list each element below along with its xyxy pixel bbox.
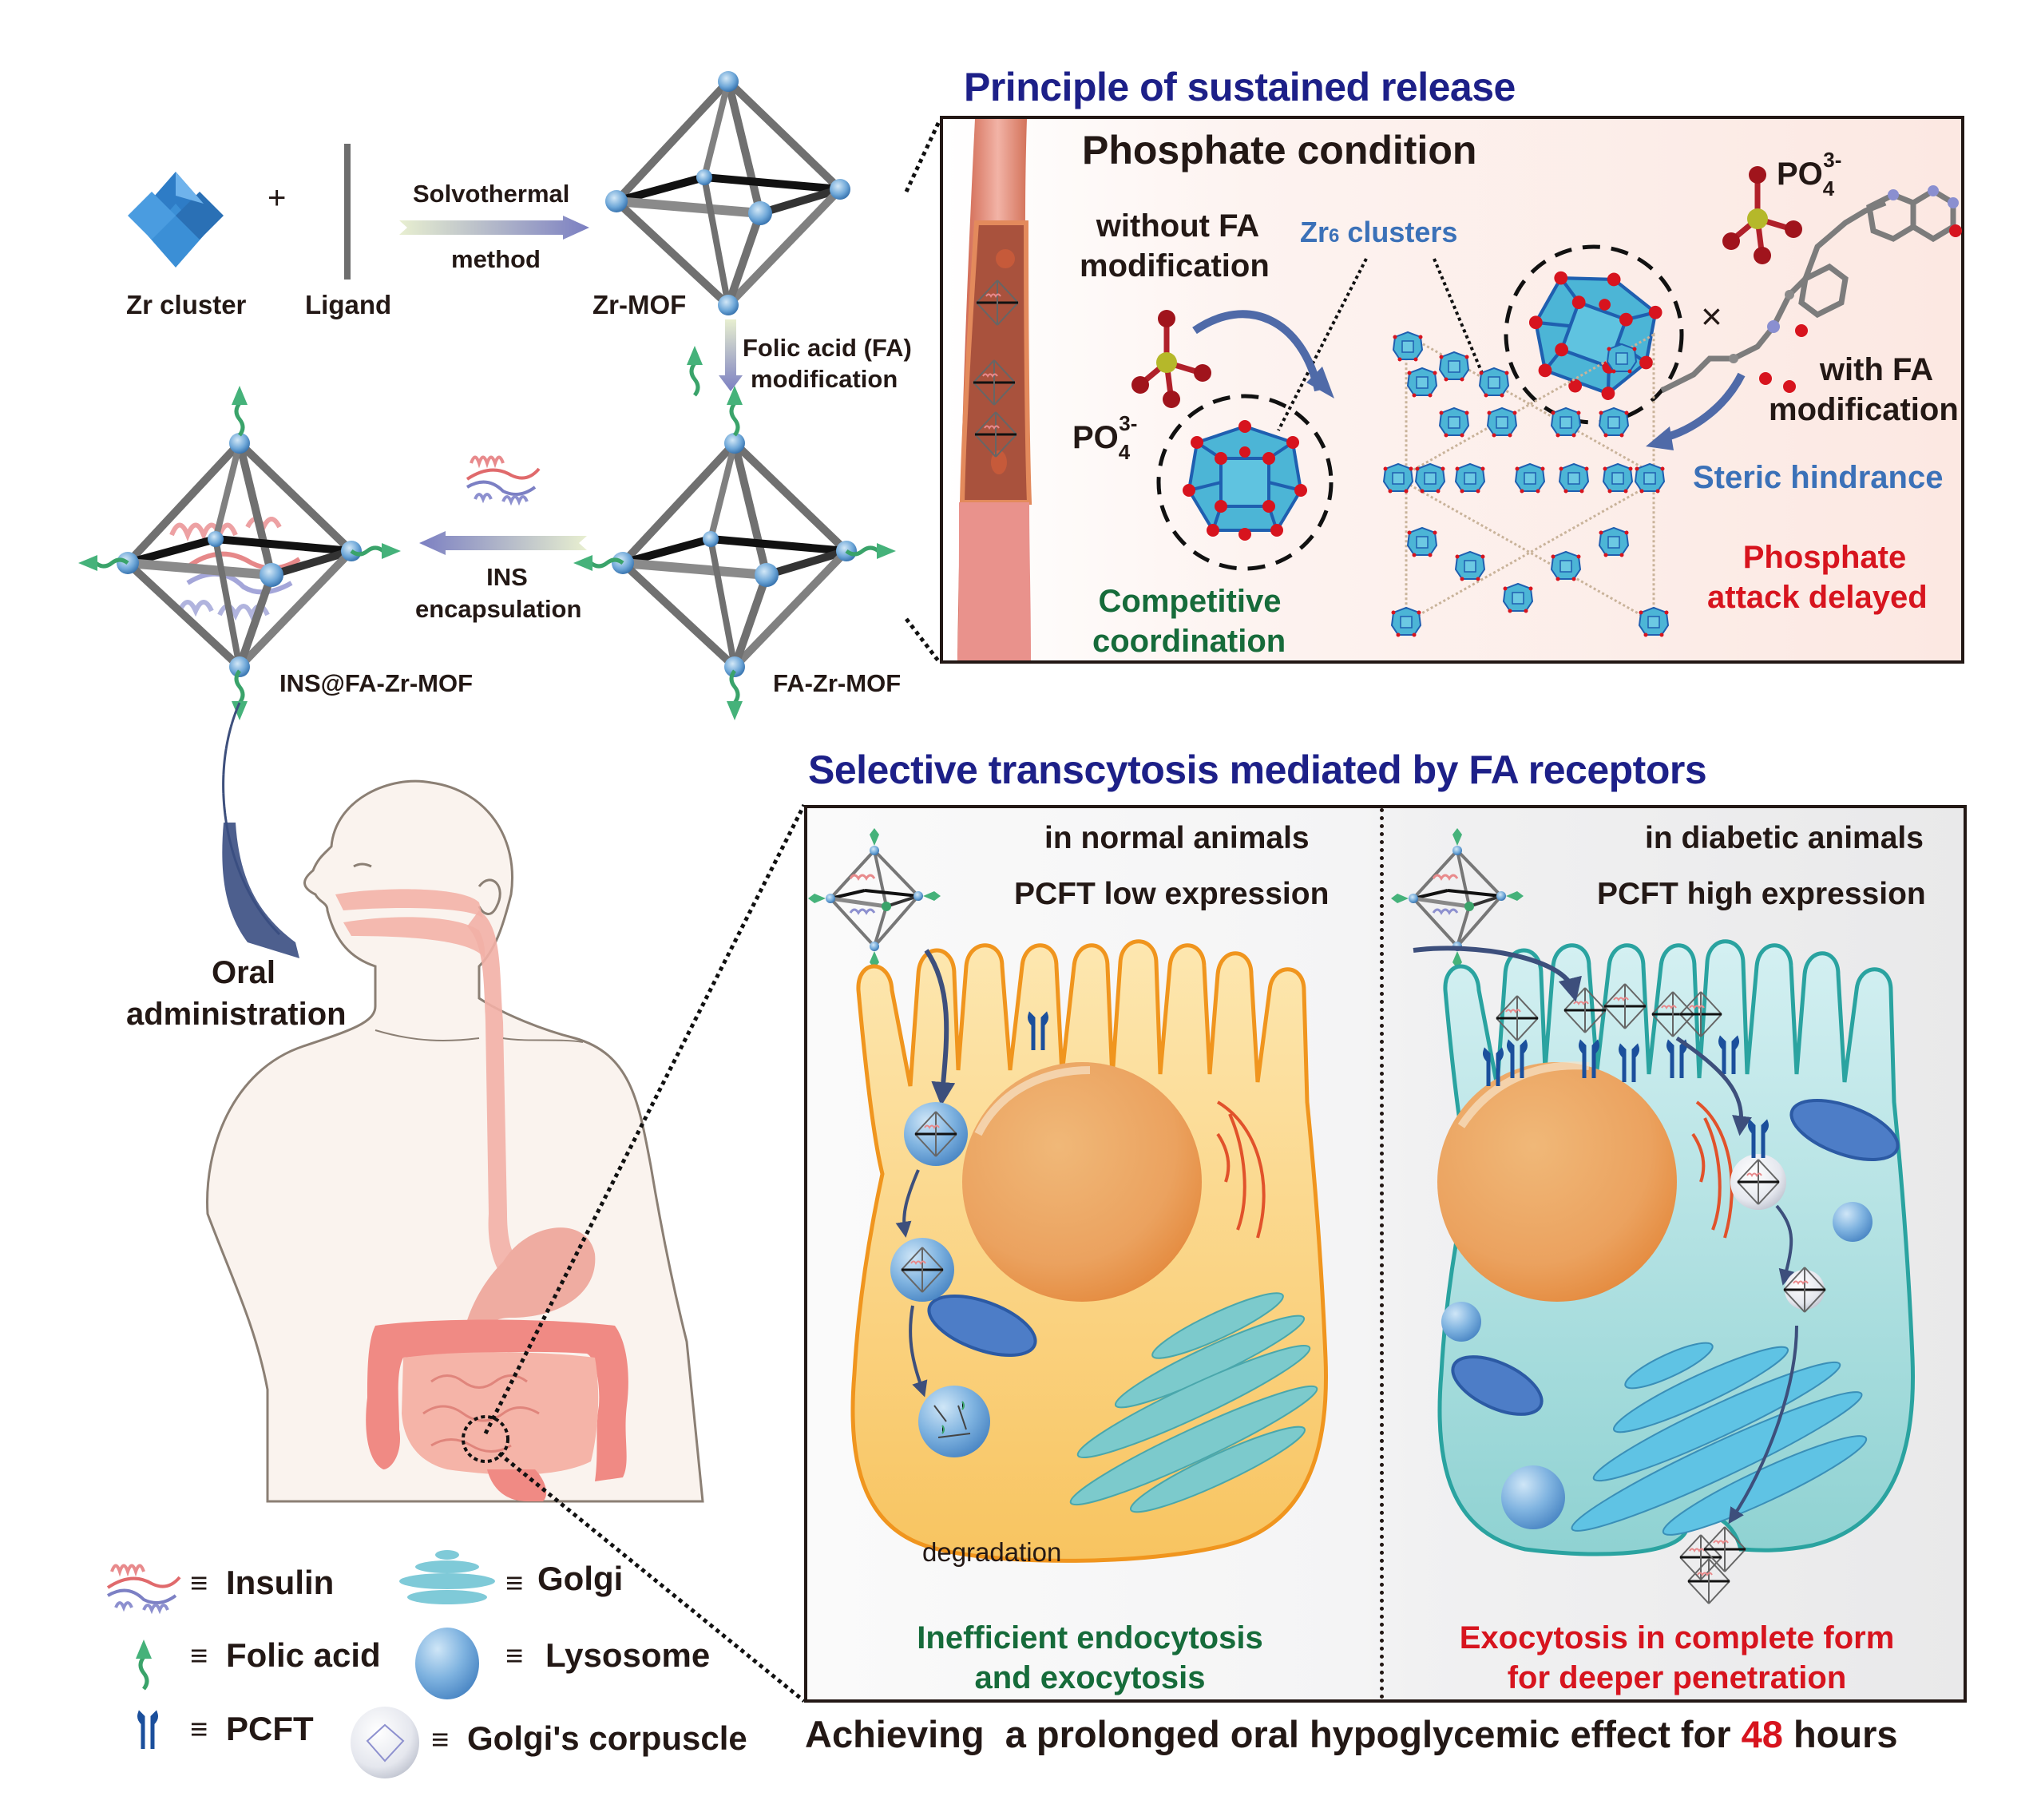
blocked-cross-icon: × <box>1701 295 1722 337</box>
legend-label-folic-acid: Folic acid <box>226 1636 381 1674</box>
zr-mof-label: Zr-MOF <box>592 290 687 319</box>
folic-acid-icon <box>128 1621 160 1693</box>
zr6-prefix: Zr <box>1300 216 1329 248</box>
mof-framework-illustration <box>943 119 1962 638</box>
legend-equiv-lysosome: ≡ <box>505 1640 524 1673</box>
with-fa-line1: with FA <box>1819 352 1934 387</box>
normal-result-line1: Inefficient endocytosis <box>917 1620 1263 1655</box>
degradation-label: degradation <box>922 1537 1062 1567</box>
steric-hindrance-label: Steric hindrance <box>1693 460 1944 495</box>
plus-sign: + <box>268 180 287 216</box>
administration-label: administration <box>126 997 347 1032</box>
competitive-line2: coordination <box>1092 624 1286 659</box>
pcft-icon <box>132 1697 164 1777</box>
zr-cluster-label: Zr cluster <box>126 290 247 319</box>
oral-administration-arrow-icon <box>222 702 299 958</box>
ins-label: INS <box>486 563 528 591</box>
encapsulation-label: encapsulation <box>415 595 582 623</box>
with-fa-line2: modification <box>1769 392 1959 427</box>
zr6-suffix: clusters <box>1339 216 1458 248</box>
legend-label-golgis-corpuscle: Golgi's corpuscle <box>467 1719 747 1757</box>
ligand-label: Ligand <box>305 290 392 319</box>
normal-result-line2: and exocytosis <box>974 1660 1206 1695</box>
conclusion-text: Achieving a prolonged oral hypoglycemic … <box>805 1713 1898 1756</box>
legend-equiv-golgis-corpuscle: ≡ <box>431 1723 450 1757</box>
po4-right-sup: 3- <box>1823 148 1842 172</box>
legend-label-pcft: PCFT <box>226 1710 314 1747</box>
fa-zr-mof-label: FA-Zr-MOF <box>773 669 902 697</box>
legend-equiv-folic-acid: ≡ <box>190 1640 208 1673</box>
po4-left-label: PO4 3- <box>1072 411 1148 464</box>
diabetic-cell-illustration <box>1413 939 1916 1605</box>
phosphate-attack-line2: attack delayed <box>1707 580 1928 615</box>
fa-modification-arrow-icon <box>719 319 743 391</box>
method-label: method <box>451 245 541 273</box>
normal-header2: PCFT low expression <box>1014 877 1330 911</box>
po4-left-sub: 4 <box>1118 440 1131 464</box>
ins-fa-zr-mof-structure <box>76 387 411 723</box>
normal-cell-illustration <box>850 939 1329 1563</box>
ligand-icon <box>344 144 351 280</box>
without-fa-line1: without FA <box>1096 208 1260 244</box>
conclusion-highlight: 48 <box>1741 1713 1783 1755</box>
sustained-release-title: Principle of sustained release <box>964 65 1516 109</box>
fa-modification-line2: modification <box>751 365 898 393</box>
diabetic-result-line1: Exocytosis in complete form <box>1459 1620 1895 1655</box>
competitive-line1: Competitive <box>1098 584 1282 619</box>
ins-fa-zr-mof-label: INS@FA-Zr-MOF <box>279 669 474 697</box>
solvothermal-label: Solvothermal <box>413 180 570 208</box>
po4-left-sup: 3- <box>1119 411 1138 435</box>
legend-equiv-golgi: ≡ <box>505 1567 524 1600</box>
lysosome-icon <box>415 1628 479 1699</box>
zr6-clusters-label: Zr6 clusters <box>1300 216 1457 248</box>
legend-label-golgi: Golgi <box>537 1560 624 1597</box>
without-fa-line2: modification <box>1080 248 1270 284</box>
diabetic-header1: in diabetic animals <box>1645 821 1924 855</box>
solvothermal-arrow-icon <box>399 216 589 240</box>
po4-right-sub: 4 <box>1822 176 1835 200</box>
legend-label-lysosome: Lysosome <box>545 1636 711 1674</box>
insulin-icon <box>106 1564 181 1612</box>
po4-right-label: PO4 3- <box>1777 148 1853 200</box>
fa-modification-line1: Folic acid (FA) <box>743 334 912 362</box>
oral-label: Oral <box>211 955 276 990</box>
normal-header1: in normal animals <box>1044 821 1310 855</box>
conclusion-prefix: Achieving a prolonged oral hypoglycemic … <box>805 1713 1742 1755</box>
transcytosis-title: Selective transcytosis mediated by FA re… <box>808 747 1707 792</box>
golgis-corpuscle-icon <box>351 1707 419 1778</box>
diabetic-result-line2: for deeper penetration <box>1507 1660 1847 1695</box>
legend-equiv-pcft: ≡ <box>190 1713 208 1747</box>
golgi-icon <box>399 1550 495 1604</box>
ins-encapsulation-arrow-icon <box>419 531 587 555</box>
legend-equiv-insulin: ≡ <box>190 1567 208 1600</box>
zr6-subscript: 6 <box>1329 225 1340 247</box>
blood-vessel-illustration <box>957 119 1032 660</box>
po4-right-main: PO <box>1777 157 1823 192</box>
panel-divider <box>1380 808 1384 1699</box>
phosphate-condition-title: Phosphate condition <box>1082 128 1477 172</box>
po4-left-main: PO <box>1072 420 1119 455</box>
diabetic-header2: PCFT high expression <box>1597 877 1926 911</box>
conclusion-suffix: hours <box>1782 1713 1898 1755</box>
phosphate-attack-line1: Phosphate <box>1742 540 1907 575</box>
human-body-illustration <box>206 779 704 1503</box>
legend-label-insulin: Insulin <box>226 1564 335 1601</box>
